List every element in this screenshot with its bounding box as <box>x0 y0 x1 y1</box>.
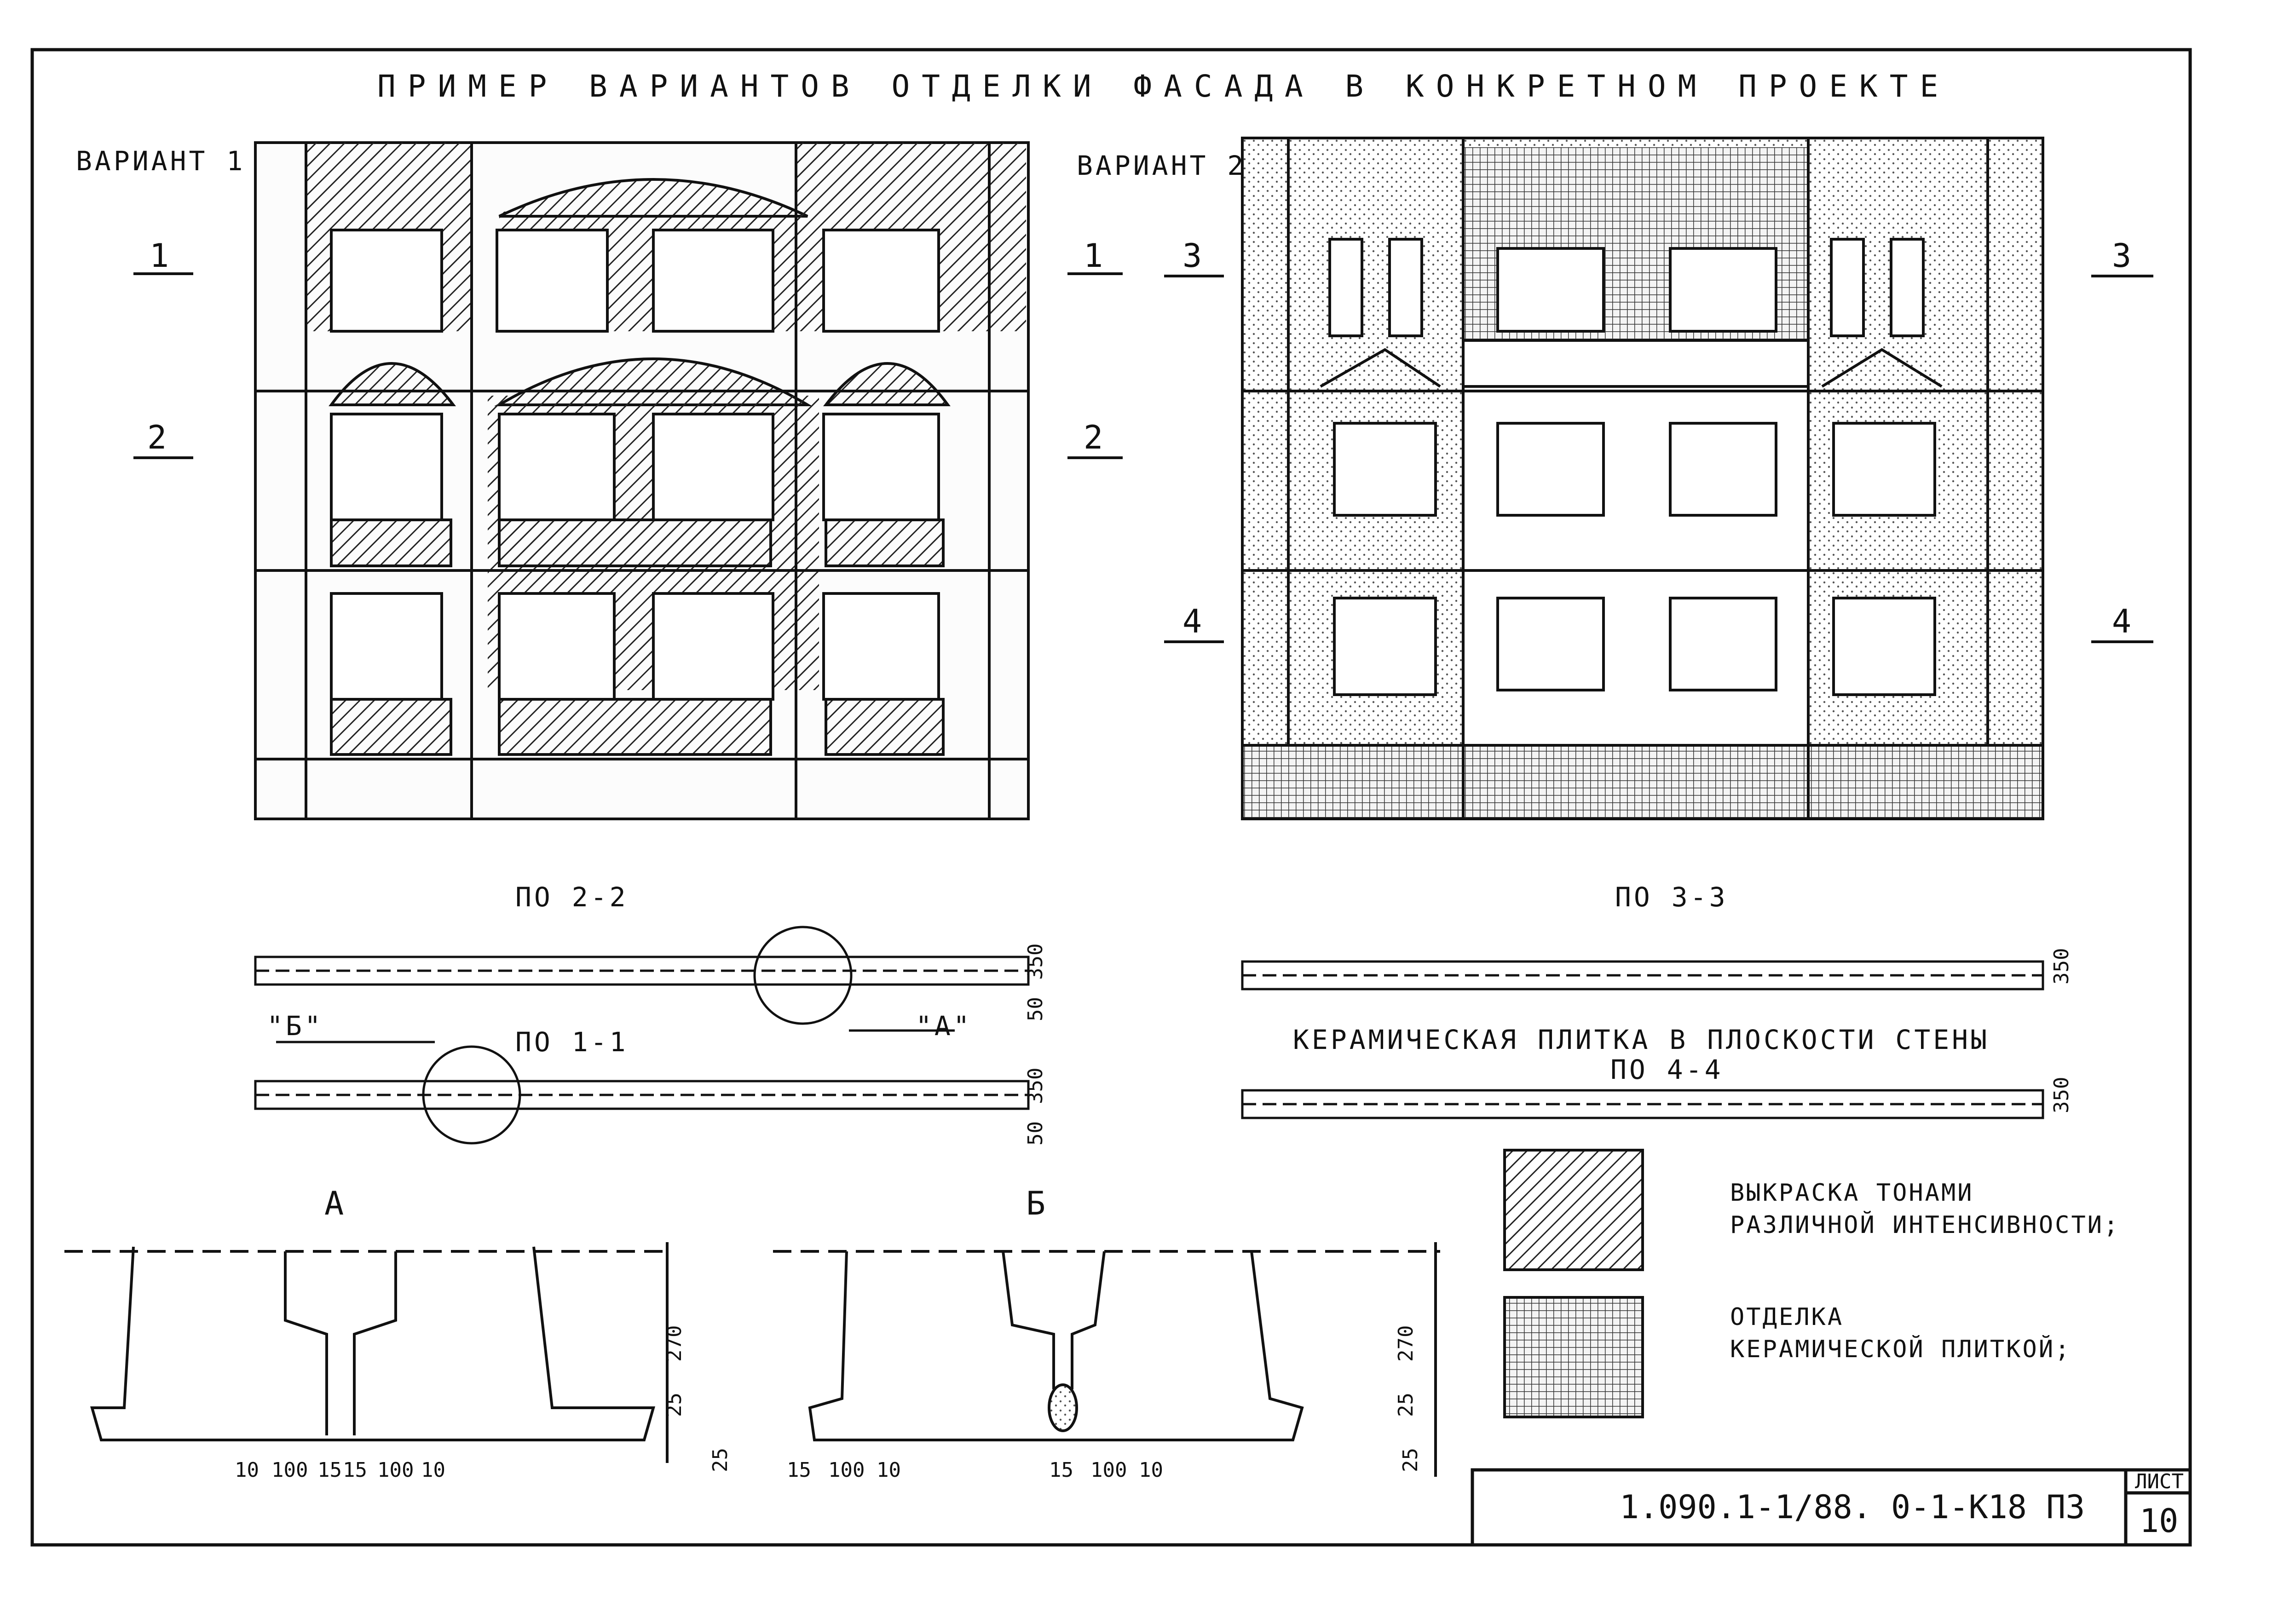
section-3-3-plan <box>1241 960 2044 991</box>
svg-text:100: 100 <box>1090 1458 1127 1482</box>
svg-text:3: 3 <box>1182 237 1202 275</box>
detail-b-title: Б <box>1026 1185 1045 1222</box>
svg-text:25: 25 <box>709 1448 732 1472</box>
cut-3-right: 3 <box>2091 237 2153 277</box>
svg-text:350: 350 <box>2050 948 2073 985</box>
section-4-4-title: ПО 4-4 <box>1610 1054 1724 1085</box>
facade-variant-1 <box>254 141 1030 820</box>
section-2-2-title: ПО 2-2 <box>515 881 629 913</box>
section-4-4-plan <box>1241 1089 2044 1119</box>
svg-text:100: 100 <box>828 1458 865 1482</box>
svg-text:50: 50 <box>1024 997 1047 1021</box>
cut-2-left: 2 <box>133 419 193 459</box>
svg-text:10: 10 <box>877 1458 901 1482</box>
legend-tile-line2: КЕРАМИЧЕСКОЙ ПЛИТКОЙ; <box>1730 1335 2071 1363</box>
svg-text:50: 50 <box>1024 1121 1047 1146</box>
legend-paint-line2: РАЗЛИЧНОЙ ИНТЕНСИВНОСТИ; <box>1730 1211 2120 1239</box>
svg-text:350: 350 <box>1024 944 1047 980</box>
detail-b-dimensions: 15 100 10 15 100 10 270 25 25 <box>787 1325 1422 1482</box>
detail-a-title: А <box>324 1185 344 1222</box>
svg-text:270: 270 <box>663 1325 686 1362</box>
svg-text:1: 1 <box>1084 237 1103 275</box>
svg-text:25: 25 <box>1399 1448 1422 1472</box>
legend-swatch-paint <box>1503 1149 1644 1271</box>
svg-text:100: 100 <box>271 1458 308 1482</box>
facade-variant-2 <box>1241 137 2044 820</box>
cut-4-right: 4 <box>2091 603 2153 643</box>
variant-2-label: ВАРИАНТ 2 <box>1077 150 1246 181</box>
section-2-2-plan <box>254 926 1030 1025</box>
callout-b-label: "Б" <box>267 1010 323 1042</box>
svg-text:15: 15 <box>317 1458 342 1482</box>
svg-text:10: 10 <box>1139 1458 1163 1482</box>
svg-text:4: 4 <box>2112 603 2131 640</box>
section-1-1-plan <box>254 1029 1030 1145</box>
svg-text:100: 100 <box>377 1458 414 1482</box>
cut-1-left: 1 <box>133 237 193 275</box>
cut-4-left: 4 <box>1164 603 1224 643</box>
sheet-frame <box>30 48 2192 1547</box>
cut-1-right: 1 <box>1067 237 1123 275</box>
svg-text:10: 10 <box>421 1458 445 1482</box>
legend-swatch-tile <box>1503 1296 1644 1418</box>
callout-a-label: "А" <box>916 1010 972 1042</box>
svg-text:15: 15 <box>787 1458 811 1482</box>
detail-a-drawing <box>64 1242 669 1463</box>
svg-text:10: 10 <box>235 1458 259 1482</box>
sheet-number: 10 <box>2140 1502 2178 1540</box>
svg-text:4: 4 <box>1182 603 1202 640</box>
svg-text:350: 350 <box>1024 1068 1047 1104</box>
cut-3-left: 3 <box>1164 237 1224 277</box>
svg-text:2: 2 <box>1084 419 1103 456</box>
svg-text:1: 1 <box>150 237 169 275</box>
section-3-3-title: ПО 3-3 <box>1615 881 1728 913</box>
page-title: ПРИМЕР ВАРИАНТОВ ОТДЕЛКИ ФАСАДА В КОНКРЕ… <box>377 69 1950 104</box>
svg-text:15: 15 <box>343 1458 367 1482</box>
legend-paint-line1: ВЫКРАСКА ТОНАМИ <box>1730 1179 1974 1207</box>
svg-text:3: 3 <box>2112 237 2131 275</box>
tile-note: КЕРАМИЧЕСКАЯ ПЛИТКА В ПЛОСКОСТИ СТЕНЫ <box>1293 1024 1990 1055</box>
title-block <box>1471 1468 2192 1547</box>
section-2-2-dimensions: 350 50 350 50 <box>1024 944 1047 1146</box>
svg-text:25: 25 <box>1394 1393 1418 1417</box>
legend-tile-line1: ОТДЕЛКА <box>1730 1303 1844 1331</box>
svg-text:2: 2 <box>147 419 167 456</box>
sheet-label: ЛИСТ <box>2135 1470 2184 1493</box>
svg-text:15: 15 <box>1049 1458 1073 1482</box>
cut-2-right: 2 <box>1067 419 1123 459</box>
section-1-1-title: ПО 1-1 <box>515 1026 629 1058</box>
drawing-code: 1.090.1-1/88. 0-1-К18 ПЗ <box>1620 1488 2085 1526</box>
variant-1-label: ВАРИАНТ 1 <box>76 145 245 177</box>
detail-b-drawing <box>773 1242 1440 1477</box>
svg-text:270: 270 <box>1394 1325 1418 1362</box>
svg-text:350: 350 <box>2050 1077 2073 1113</box>
svg-text:25: 25 <box>663 1393 686 1417</box>
section-3-4-dimensions: 350 350 <box>2050 948 2073 1113</box>
detail-a-dimensions: 10 100 15 15 100 10 270 25 25 <box>235 1325 732 1482</box>
